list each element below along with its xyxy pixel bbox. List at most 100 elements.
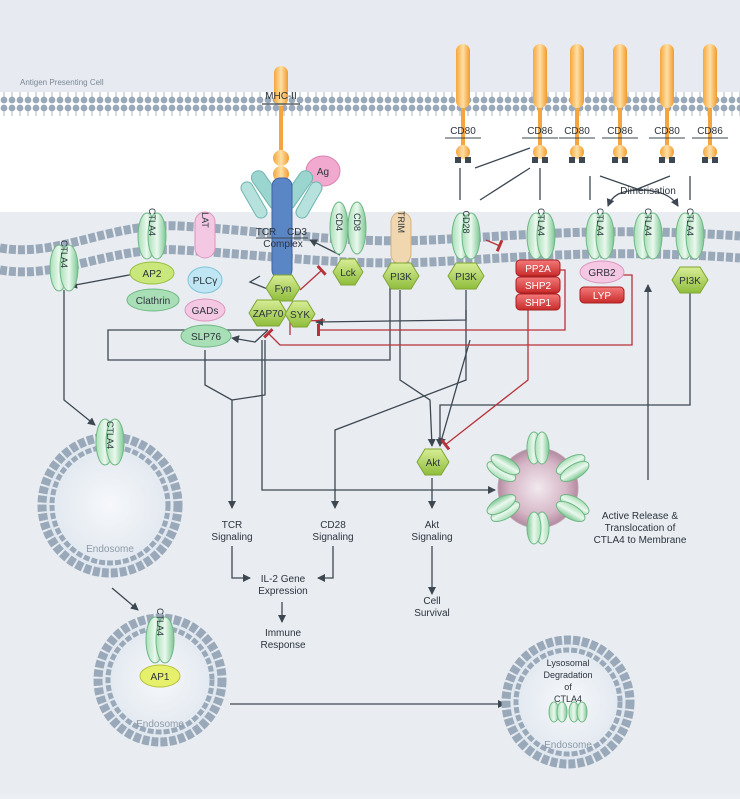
immune-l1: Immune bbox=[265, 628, 302, 639]
clathrin[interactable]: Clathrin bbox=[126, 288, 180, 312]
lck[interactable]: Lck bbox=[332, 258, 364, 286]
arrow-ctla4-pi3k-to-akt bbox=[436, 290, 691, 447]
arrow-endosome-traffic bbox=[111, 587, 139, 611]
endosome-label-1: Endosome bbox=[86, 544, 134, 555]
ligand-0[interactable]: CD80 bbox=[445, 44, 481, 163]
pp2a[interactable]: PP2A bbox=[515, 259, 561, 277]
il2-l2: Expression bbox=[258, 586, 307, 597]
ligand-3[interactable]: CD86 bbox=[602, 44, 638, 163]
ctla4-label-0: CTLA4 bbox=[59, 240, 69, 268]
ap1-label: AP1 bbox=[151, 672, 170, 683]
pp2a-label: PP2A bbox=[525, 264, 551, 275]
endosome-label-3: Endosome bbox=[544, 740, 592, 751]
dimerisation-links bbox=[589, 175, 691, 200]
ligand-4[interactable]: CD80 bbox=[649, 44, 685, 163]
cd4-cd8[interactable]: CD4 CD8 bbox=[329, 201, 367, 255]
t-cell-membrane-inner bbox=[0, 245, 740, 277]
arrow-tcr-to-tcr-signaling bbox=[231, 340, 266, 401]
ctla4-label-5: CTLA4 bbox=[685, 208, 695, 236]
pi3k-ctla4[interactable]: PI3K bbox=[671, 266, 709, 294]
release-ctla4-5 bbox=[486, 453, 521, 483]
release-ctla4-3 bbox=[526, 511, 550, 545]
shp2[interactable]: SHP2 bbox=[515, 276, 561, 294]
akt[interactable]: Akt bbox=[416, 448, 450, 476]
grb2-label: GRB2 bbox=[588, 268, 616, 279]
ctla4-receptor-3[interactable]: CTLA4 bbox=[585, 208, 615, 260]
lyp[interactable]: LYP bbox=[579, 286, 625, 304]
tcr-cd3-complex[interactable]: TCR CD3 Complex bbox=[239, 168, 324, 279]
lat[interactable]: LAT bbox=[194, 211, 216, 259]
slp76-label: SLP76 bbox=[191, 332, 221, 343]
cd28-signaling-l2: Signaling bbox=[312, 532, 353, 543]
fyn[interactable]: Fyn bbox=[265, 274, 301, 302]
lysosome: Lysosomal Degradation of CTLA4 Endosome bbox=[501, 635, 635, 769]
endosome-bottom-ctla4-label: CTLA4 bbox=[155, 608, 165, 636]
dimerisation-label: Dimerisation bbox=[620, 186, 676, 197]
antigen-label: Ag bbox=[317, 167, 329, 178]
cd28-label: CD28 bbox=[461, 210, 471, 233]
apc-label: Antigen Presenting Cell bbox=[20, 78, 104, 87]
shp1[interactable]: SHP1 bbox=[515, 293, 561, 311]
release-ctla4-1 bbox=[555, 453, 590, 483]
syk[interactable]: SYK bbox=[284, 300, 316, 328]
ctla4-receptor-5[interactable]: CTLA4 bbox=[675, 208, 705, 260]
ctla4-receptor-0[interactable]: CTLA4 bbox=[49, 240, 79, 292]
active-release-l3: CTLA4 to Membrane bbox=[594, 535, 687, 546]
immune-l2: Response bbox=[260, 640, 305, 651]
akt-label: Akt bbox=[426, 458, 441, 469]
slp76[interactable]: SLP76 bbox=[180, 324, 232, 348]
trim-label: TRIM bbox=[396, 211, 406, 233]
endosome-label-2: Endosome bbox=[136, 719, 184, 730]
ligand-1[interactable]: CD86 bbox=[522, 44, 558, 163]
release-ctla4-ring bbox=[486, 431, 590, 545]
clathrin-label: Clathrin bbox=[136, 296, 170, 307]
active-release-vesicle bbox=[486, 431, 590, 545]
pi3k-trim[interactable]: PI3K bbox=[382, 262, 420, 290]
pi3k-trim-label: PI3K bbox=[390, 272, 412, 283]
shp2-label: SHP2 bbox=[525, 281, 552, 292]
cd4-label: CD4 bbox=[334, 213, 344, 231]
ap1[interactable]: AP1 bbox=[139, 664, 181, 688]
ctla4-label-4: CTLA4 bbox=[643, 208, 653, 236]
grb2[interactable]: GRB2 bbox=[579, 260, 625, 284]
plc-gamma[interactable]: PLCγ bbox=[187, 266, 223, 294]
zap70-label: ZAP70 bbox=[253, 309, 284, 320]
pi3k-cd28[interactable]: PI3K bbox=[447, 262, 485, 290]
cd3-label: CD3 bbox=[287, 227, 307, 238]
survival-l2: Survival bbox=[414, 608, 450, 619]
ctla4-label-2: CTLA4 bbox=[536, 208, 546, 236]
endosome-bottom: CTLA4 AP1 Endosome bbox=[93, 608, 227, 747]
shp1-label: SHP1 bbox=[525, 298, 552, 309]
active-release-l1: Active Release & bbox=[602, 511, 678, 522]
ligand-2[interactable]: CD80 bbox=[559, 44, 595, 163]
survival-l1: Cell bbox=[423, 596, 440, 607]
inhibition-lines bbox=[263, 239, 633, 451]
inhibit-pp2a-to-akt bbox=[440, 280, 529, 451]
pi3k-ctla4-label: PI3K bbox=[679, 276, 701, 287]
apc-membrane bbox=[0, 90, 740, 116]
release-ctla4-0 bbox=[526, 431, 550, 465]
arrow-cd28-signaling-to-il2 bbox=[317, 546, 334, 582]
ligand-label-5: CD86 bbox=[697, 126, 723, 137]
lck-label: Lck bbox=[340, 268, 357, 279]
ctla4-receptor-1[interactable]: CTLA4 bbox=[137, 208, 167, 260]
ligand-label-4: CD80 bbox=[654, 126, 680, 137]
cd28[interactable]: CD28 bbox=[451, 210, 481, 260]
tcr-signaling-l2: Signaling bbox=[211, 532, 252, 543]
pi3k-cd28-label: PI3K bbox=[455, 272, 477, 283]
ctla4-receptor-2[interactable]: CTLA4 bbox=[526, 208, 556, 260]
ctla4-receptor-4[interactable]: CTLA4 bbox=[633, 208, 663, 260]
gads[interactable]: GADs bbox=[184, 298, 226, 322]
gads-label: GADs bbox=[192, 306, 219, 317]
akt-signaling-l1: Akt bbox=[425, 520, 440, 531]
arrow-tcr-signaling-to-il2 bbox=[231, 546, 251, 582]
inhibit-lyp-to-zap70 bbox=[263, 274, 633, 346]
arrow-trim-pi3k-to-akt bbox=[399, 290, 436, 447]
endosome-top: CTLA4 Endosome bbox=[37, 418, 183, 578]
ap2[interactable]: AP2 bbox=[129, 261, 175, 285]
zap70[interactable]: ZAP70 bbox=[248, 299, 288, 327]
ligand-5[interactable]: CD86 bbox=[692, 44, 728, 163]
trim[interactable]: TRIM bbox=[390, 211, 412, 265]
arrow-ctla4-endocytosis bbox=[63, 290, 96, 426]
